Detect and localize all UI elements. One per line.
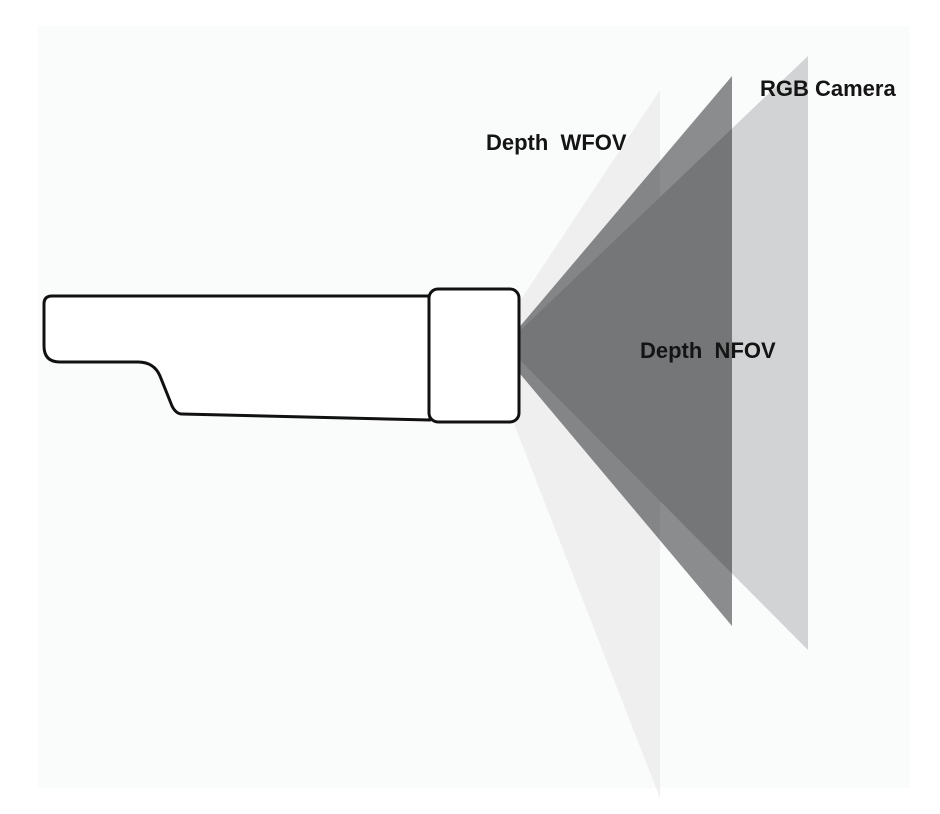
depth-nfov-cone bbox=[500, 76, 732, 626]
rgb-camera-label: RGB Camera bbox=[760, 76, 896, 101]
depth-wfov-label: Depth WFOV bbox=[486, 130, 627, 155]
camera-lens-housing bbox=[427, 287, 521, 424]
camera-body bbox=[42, 294, 432, 422]
camera-device bbox=[42, 287, 521, 424]
depth-nfov-label: Depth NFOV bbox=[640, 338, 776, 363]
